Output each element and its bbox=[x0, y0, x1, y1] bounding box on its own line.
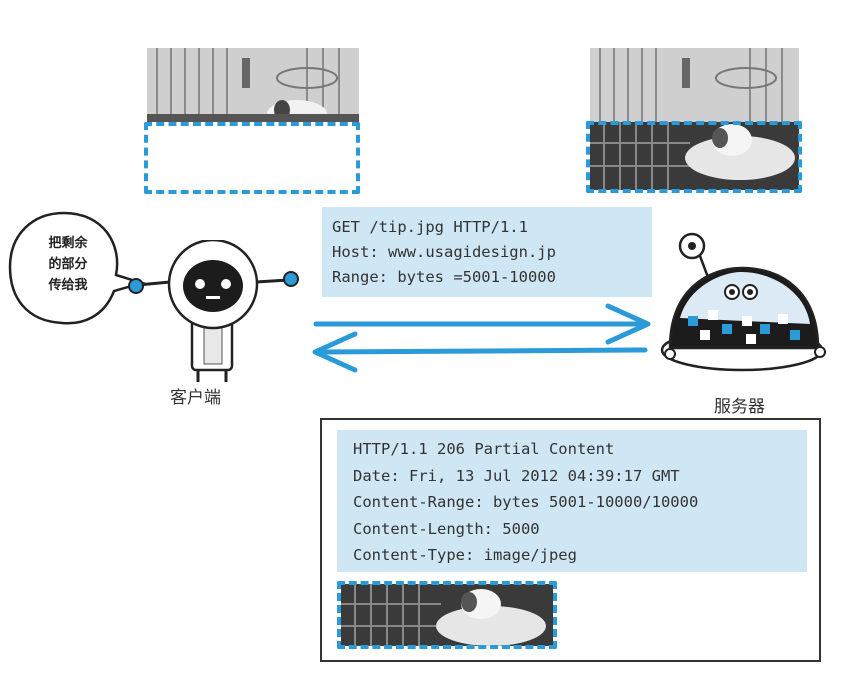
client-label: 客户端 bbox=[170, 388, 221, 408]
server-requested-range-box bbox=[586, 121, 802, 193]
request-arrow bbox=[313, 303, 651, 345]
client-missing-range-box bbox=[144, 122, 360, 194]
rabbit-photo-top-right bbox=[590, 48, 799, 190]
client-partial-photo bbox=[147, 48, 359, 122]
response-partial-photo bbox=[341, 584, 553, 646]
response-line-3: Content-Range: bytes 5001-10000/10000 bbox=[353, 493, 699, 511]
response-line-1: HTTP/1.1 206 Partial Content bbox=[353, 440, 615, 458]
request-line-2: Host: www.usagidesign.jp bbox=[332, 243, 556, 261]
response-line-4: Content-Length: 5000 bbox=[353, 519, 540, 538]
speech-bubble bbox=[8, 211, 147, 325]
speech-line-1: 把剩余 bbox=[48, 236, 88, 251]
response-range-box bbox=[337, 581, 557, 649]
rabbit-photo-bottom bbox=[341, 584, 553, 646]
server-full-photo bbox=[590, 48, 799, 190]
request-message: GET /tip.jpg HTTP/1.1 Host: www.usagides… bbox=[322, 207, 652, 297]
robot-icon bbox=[128, 240, 299, 382]
speech-line-2: 的部分 bbox=[48, 257, 88, 272]
rabbit-photo-top-left bbox=[147, 48, 359, 122]
dome-robot-icon bbox=[660, 232, 826, 372]
response-line-2: Date: Fri, 13 Jul 2012 04:39:17 GMT bbox=[353, 466, 680, 485]
server-label: 服务器 bbox=[714, 397, 765, 417]
speech-bubble-text: 把剩余 的部分 传给我 bbox=[28, 233, 108, 296]
response-arrow bbox=[312, 331, 648, 373]
response-message: HTTP/1.1 206 Partial Content Date: Fri, … bbox=[337, 430, 807, 572]
request-line-1: GET /tip.jpg HTTP/1.1 bbox=[332, 218, 528, 236]
request-line-3: Range: bytes =5001-10000 bbox=[332, 268, 556, 286]
speech-line-3: 传给我 bbox=[48, 278, 88, 293]
response-line-5: Content-Type: image/jpeg bbox=[353, 546, 577, 564]
